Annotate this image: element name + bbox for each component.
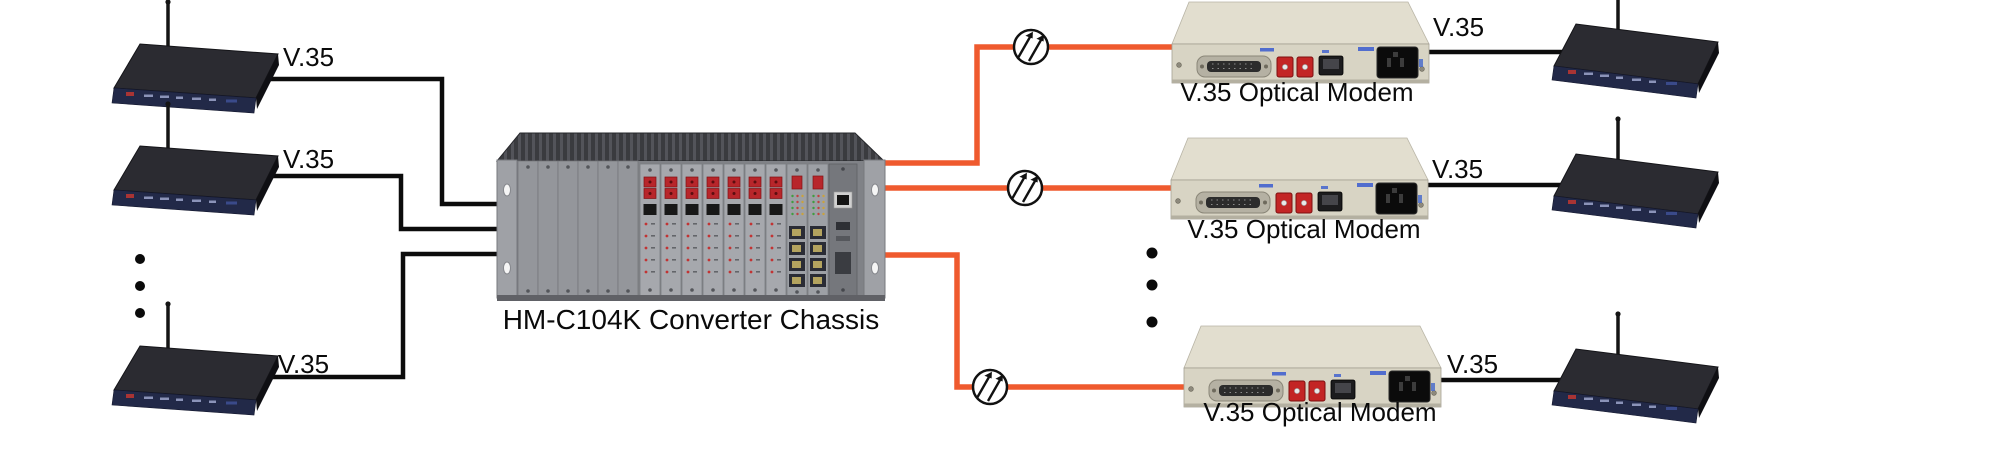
- converter-chassis: [495, 132, 886, 301]
- chassis-bottom-rail: [497, 295, 885, 301]
- optical-modem-3: [1183, 325, 1442, 408]
- converter-card: [660, 163, 682, 297]
- v35-label-right-1: V.35: [1433, 12, 1484, 42]
- blank-slot: [577, 160, 599, 298]
- copper-link-left-2: [250, 173, 502, 232]
- right-router-3: [1550, 309, 1721, 425]
- chassis-label: HM-C104K Converter Chassis: [503, 304, 880, 335]
- mount-hole: [871, 261, 879, 275]
- converter-card: [723, 163, 745, 297]
- chassis-left-ear: [496, 159, 518, 299]
- optical-modem-2: [1170, 137, 1429, 220]
- fiber-link-1: [880, 44, 1180, 166]
- v35-label-right-3: V.35: [1447, 349, 1498, 379]
- left-router-1: [110, 0, 281, 115]
- optical-modem-1: [1171, 1, 1430, 84]
- modem-label-2: V.35 Optical Modem: [1187, 214, 1420, 244]
- middle-ellipsis: [1146, 247, 1158, 328]
- blank-slot: [597, 160, 619, 298]
- v35-label-right-2: V.35: [1432, 154, 1483, 184]
- modem-label-3: V.35 Optical Modem: [1203, 397, 1436, 427]
- copper-link-left-1: [250, 76, 502, 207]
- blank-slot: [517, 160, 539, 298]
- switch-card: [807, 163, 829, 297]
- v35-label-left-1: V.35: [283, 42, 334, 72]
- blank-slot: [617, 160, 639, 298]
- right-router-2: [1550, 114, 1721, 230]
- converter-card: [765, 163, 787, 297]
- converter-card: [639, 163, 661, 297]
- chassis-lid: [495, 132, 886, 162]
- fiber-splice-icon-1: [1012, 28, 1050, 66]
- fiber-splice-icon-3: [971, 368, 1009, 406]
- blank-slot: [557, 160, 579, 298]
- right-router-1: [1550, 0, 1721, 100]
- mount-hole: [503, 261, 511, 275]
- chassis-right-ear: [863, 159, 886, 299]
- left-router-3: [110, 299, 281, 417]
- v35-label-left-2: V.35: [283, 144, 334, 174]
- converter-card: [681, 163, 703, 297]
- switch-card: [786, 163, 808, 297]
- converter-card: [702, 163, 724, 297]
- management-card: [828, 163, 858, 297]
- fiber-splice-icon-2: [1006, 169, 1044, 207]
- fiber-link-3: [880, 252, 1192, 390]
- copper-link-left-3: [250, 251, 502, 380]
- mount-hole: [503, 183, 511, 197]
- converter-card: [744, 163, 766, 297]
- blank-slot: [537, 160, 559, 298]
- left-ellipsis: [135, 254, 145, 318]
- v35-label-left-3: V.35: [278, 349, 329, 379]
- modem-label-1: V.35 Optical Modem: [1180, 77, 1413, 107]
- mount-hole: [871, 183, 879, 197]
- left-router-2: [110, 99, 281, 217]
